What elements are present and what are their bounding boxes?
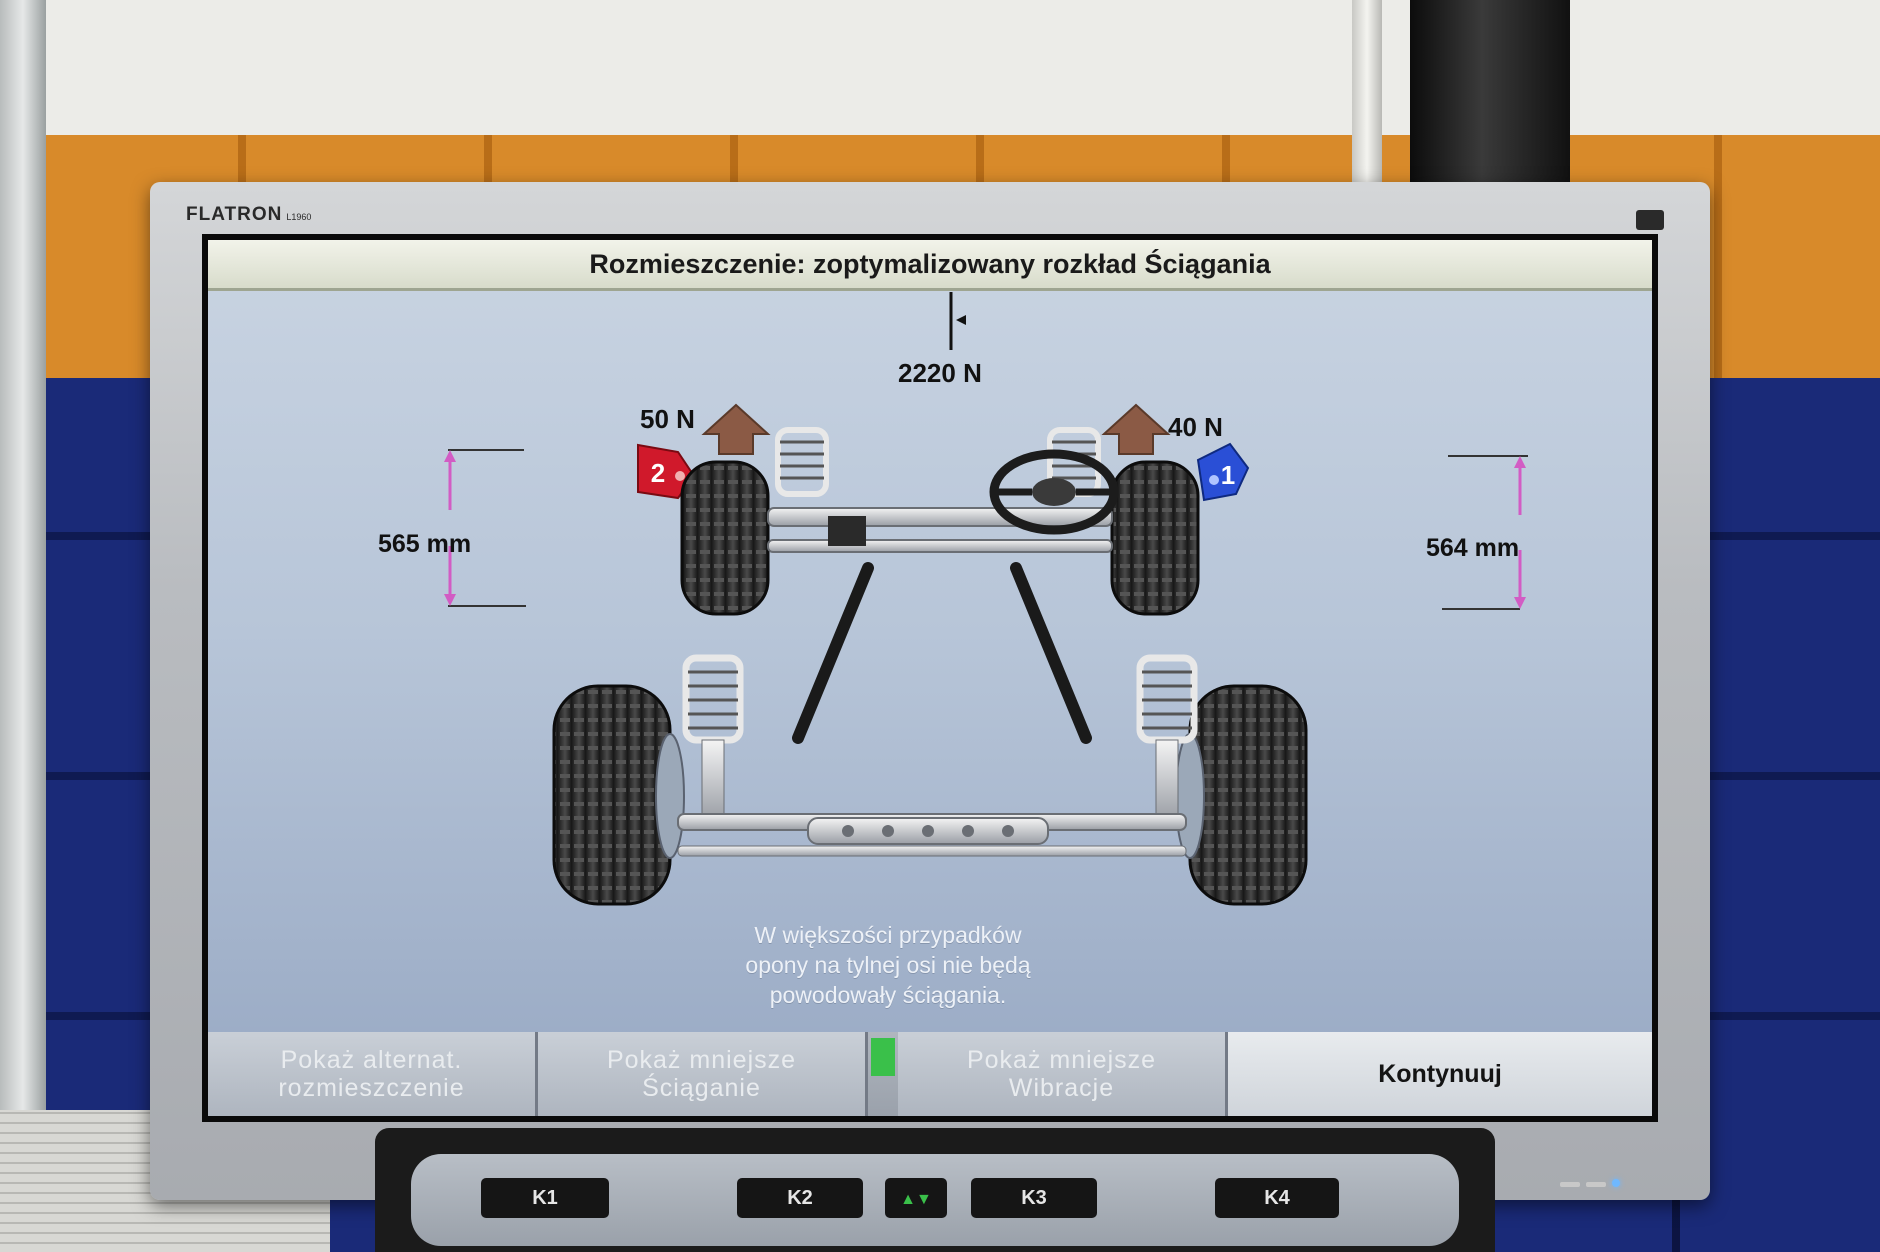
softkey-bar: Pokaż alternat. rozmieszczenie Pokaż mni… (208, 1032, 1652, 1116)
svg-text:2: 2 (651, 458, 665, 488)
show-less-pull-button[interactable]: Pokaż mniejsze Ściąganie (538, 1032, 868, 1116)
rear-left-spring (682, 654, 744, 821)
total-force-label: 2220 N (898, 358, 982, 388)
wall-background (0, 0, 1880, 140)
button-label: Pokaż mniejsze (606, 1046, 797, 1074)
front-right-force-label: 40 N (1168, 412, 1223, 442)
k4-button[interactable]: K4 (1215, 1178, 1339, 1218)
keypad: K1 K2 ▲▼ K3 K4 (375, 1128, 1495, 1252)
button-label: Pokaż alternat. (280, 1046, 463, 1074)
alignment-display: Rozmieszczenie: zoptymalizowany rozkład … (208, 240, 1652, 1116)
screen-frame: Rozmieszczenie: zoptymalizowany rozkład … (202, 234, 1658, 1122)
button-label: Pokaż mniejsze (966, 1046, 1157, 1074)
right-dimension-marker (1442, 455, 1528, 610)
total-force-marker (949, 292, 966, 350)
wheel-tag-left: 2 (637, 443, 696, 500)
info-line-1: W większości przypadków (754, 922, 1022, 948)
right-dimension-label: 564 mm (1426, 534, 1520, 562)
rear-right-spring (1136, 654, 1198, 821)
info-line-2: opony na tylnej osi nie będą (745, 952, 1031, 978)
info-line-3: powodowały ściągania. (769, 982, 1007, 1008)
model-text: L1960 (286, 212, 312, 222)
k2-button[interactable]: K2 (737, 1178, 863, 1218)
front-right-force-arrow-icon (1101, 403, 1171, 455)
suspension-diagram: 2 1 (444, 292, 1528, 906)
show-alternative-placement-button[interactable]: Pokaż alternat. rozmieszczenie (208, 1032, 538, 1116)
left-dimension-label: 565 mm (378, 530, 472, 558)
energy-badge-icon (1636, 210, 1664, 230)
button-label: Ściąganie (642, 1074, 761, 1102)
show-less-vibration-button[interactable]: Pokaż mniejsze Wibracje (898, 1032, 1228, 1116)
front-left-tire (680, 460, 770, 616)
svg-text:1: 1 (1221, 460, 1235, 490)
continue-button[interactable]: Kontynuuj (1228, 1032, 1652, 1116)
keypad-panel: K1 K2 ▲▼ K3 K4 (411, 1154, 1459, 1246)
info-message: W większości przypadków opony na tylnej … (648, 920, 1128, 1010)
up-down-button[interactable]: ▲▼ (885, 1178, 947, 1218)
up-down-icon: ▲▼ (900, 1191, 932, 1208)
monitor-button[interactable] (1560, 1182, 1580, 1187)
front-left-force-label: 50 N (640, 404, 695, 434)
rear-left-tire (552, 684, 685, 906)
drive-rods (792, 562, 1092, 744)
k1-button[interactable]: K1 (481, 1178, 609, 1218)
monitor-controls (1560, 1174, 1670, 1187)
front-left-spring (775, 427, 829, 497)
left-dimension-marker (444, 449, 526, 607)
equipment-column (1410, 0, 1570, 200)
button-label: Wibracje (1008, 1074, 1115, 1102)
wall-pipe (0, 0, 46, 1252)
monitor-button[interactable] (1586, 1182, 1606, 1187)
steering-wheel-icon (989, 449, 1119, 535)
rear-axle (677, 813, 1187, 857)
page-title: Rozmieszczenie: zoptymalizowany rozkład … (208, 240, 1652, 291)
front-left-force-arrow-icon (701, 403, 771, 455)
k3-button[interactable]: K3 (971, 1178, 1097, 1218)
wall-pipe-thin (1352, 0, 1382, 190)
wheel-tag-right: 1 (1196, 442, 1250, 502)
front-right-tire (1110, 460, 1200, 616)
brand-text: FLATRON (186, 204, 283, 225)
active-indicator (868, 1032, 898, 1116)
button-label: rozmieszczenie (278, 1074, 465, 1102)
power-led-icon (1612, 1179, 1620, 1187)
